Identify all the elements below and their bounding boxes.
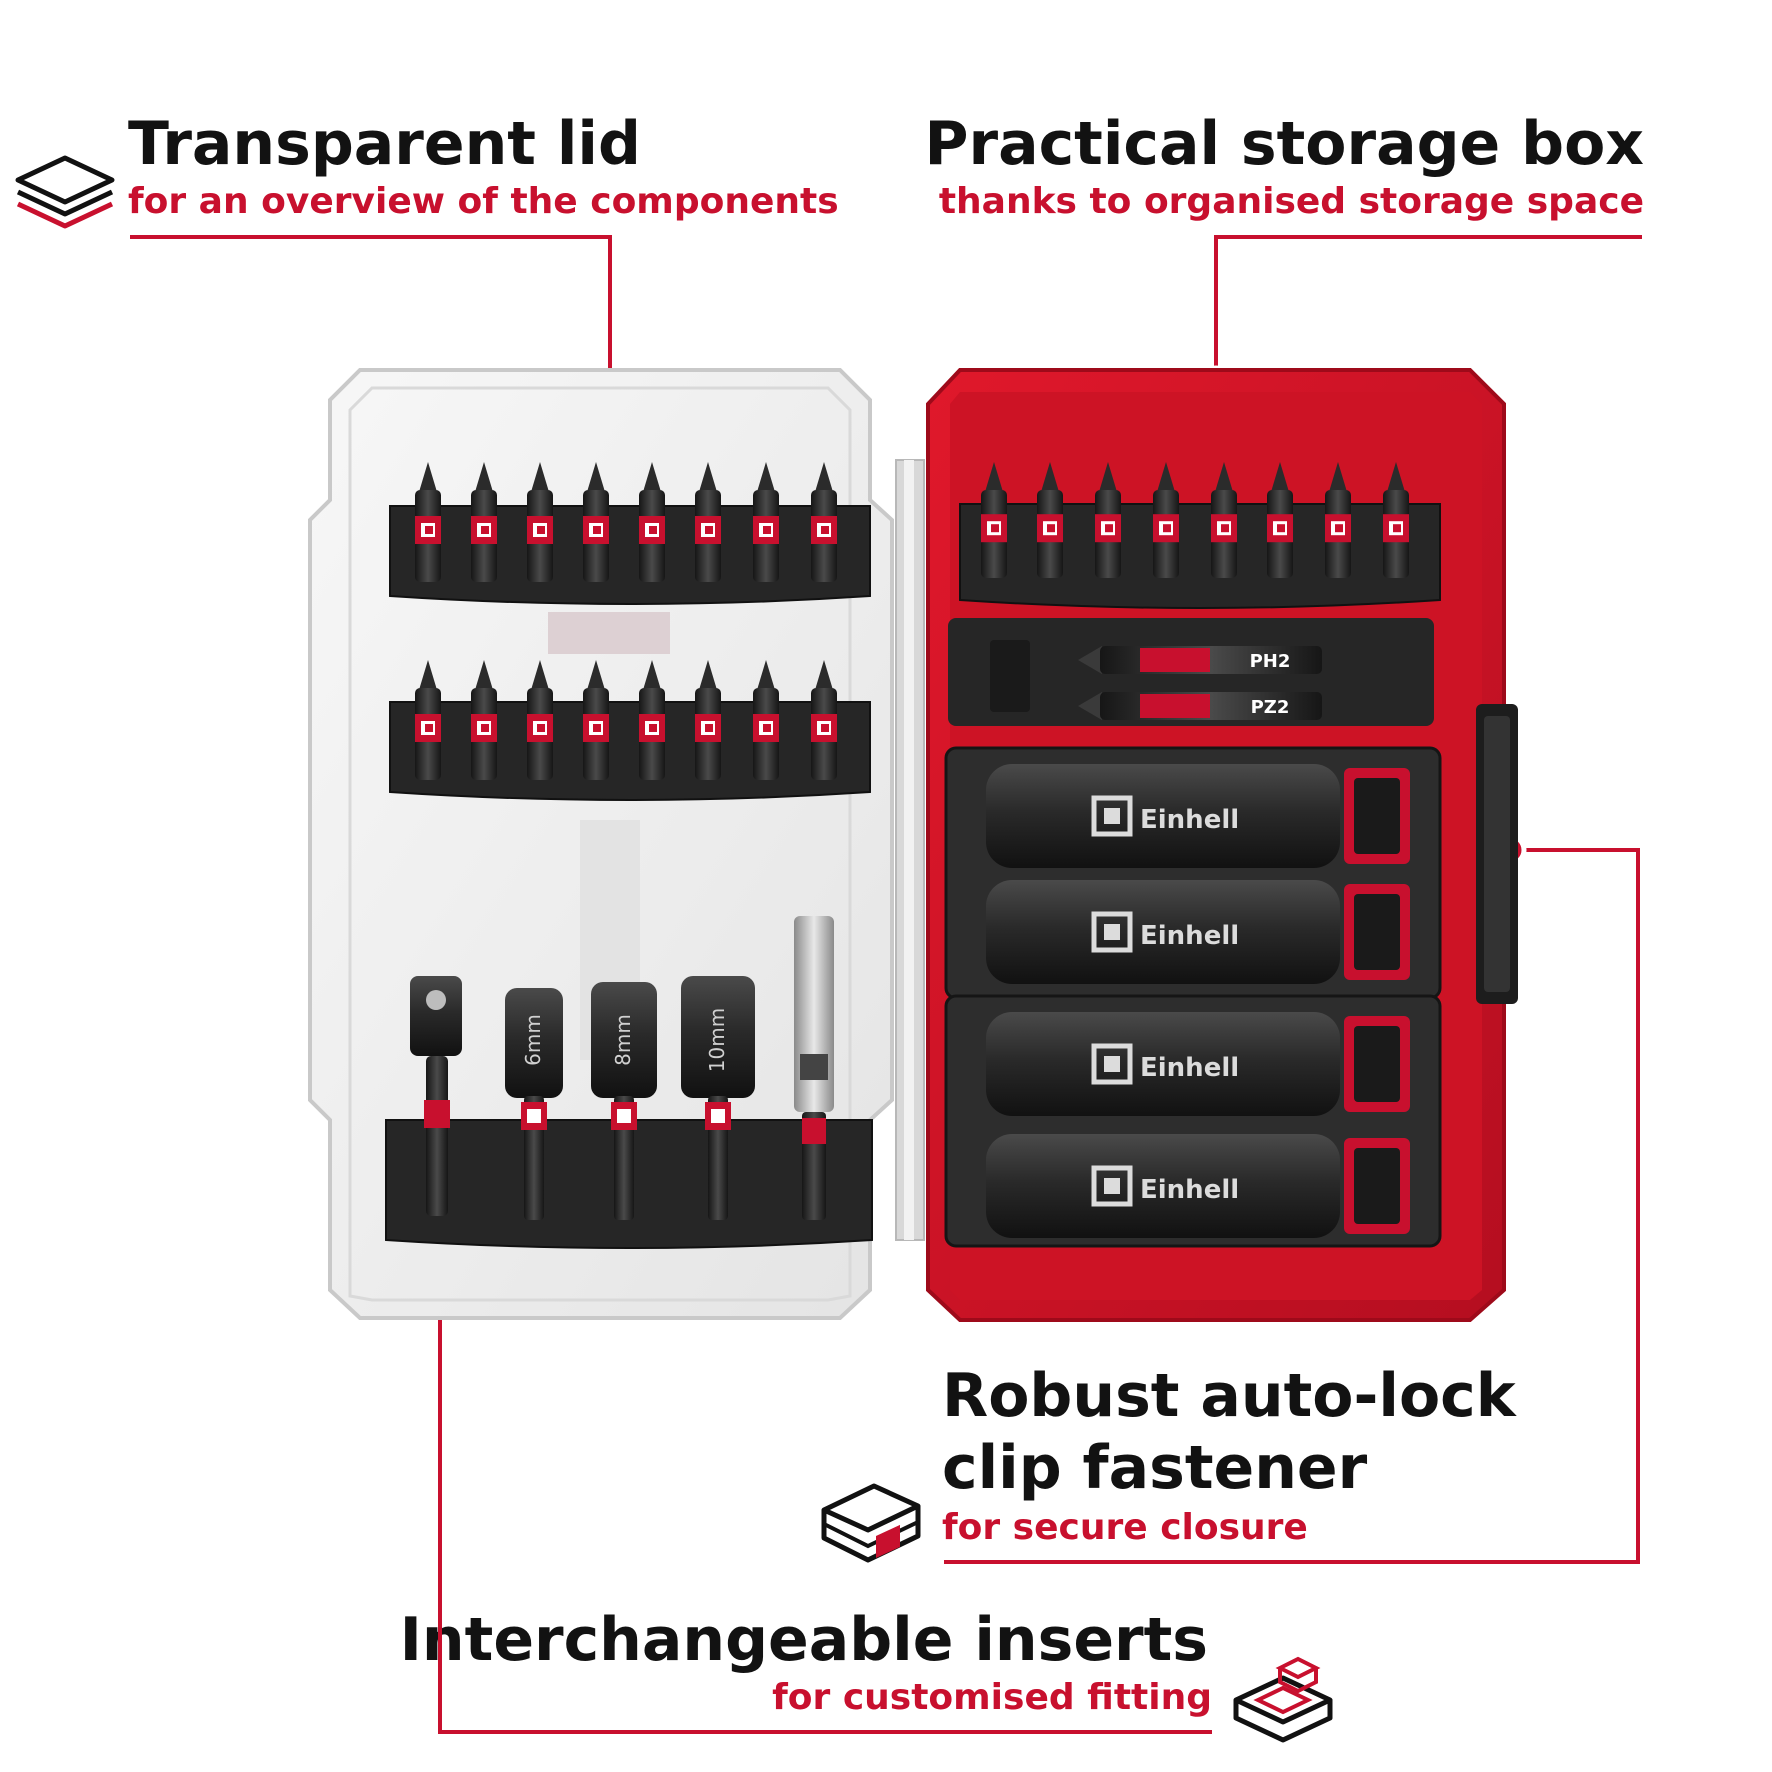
socket-brand-label: Einhell [1140,805,1239,835]
bit-row1-6 [695,462,721,582]
inserts-title: Interchangeable inserts [399,1605,1208,1675]
socket-brand-label: Einhell [1140,921,1239,951]
nut-setter-6mm: 6mm [505,988,563,1220]
socket-adapter [410,976,462,1216]
case-bit-7 [1325,462,1351,578]
double-bit-label: PH2 [1250,651,1291,672]
storage-box-subtitle: thanks to organised storage space [938,181,1644,222]
double-bit-PZ2: PZ2 [1078,692,1322,720]
bit-row1-3 [527,462,553,582]
impact-socket-4: Einhell [986,1134,1410,1238]
nut-setter-10mm: 10mm [681,976,755,1220]
inserts-subtitle: for customised fitting [772,1677,1212,1718]
nut-size-label: 10mm [705,1008,729,1072]
impact-socket-2: Einhell [986,880,1410,984]
bit-row2-8 [811,660,837,780]
storage-callout-line [1214,235,1642,382]
magnetic-bit-holder [794,916,834,1220]
transparent-lid-title: Transparent lid [128,109,641,179]
callout-lines [130,235,1642,1734]
socket-brand-label: Einhell [1140,1175,1239,1205]
bit-row2-6 [695,660,721,780]
stacked-lid-icon [15,155,115,229]
bit-row1-2 [471,462,497,582]
impact-socket-1: Einhell [986,764,1410,868]
socket-brand-label: Einhell [1140,1053,1239,1083]
bit-row2-4 [583,660,609,780]
autolock-callout-line [944,848,1640,1564]
double-bit-PH2: PH2 [1078,646,1322,674]
bit-row2-5 [639,660,665,780]
case-bit-5 [1211,462,1237,578]
inserts-callout-line [438,1258,1212,1734]
nut-size-label: 6mm [521,1014,545,1066]
nut-size-label: 8mm [611,1014,635,1066]
impact-socket-3: Einhell [986,1012,1410,1116]
bit-row2-7 [753,660,779,780]
bit-row2-2 [471,660,497,780]
bit-row1-5 [639,462,665,582]
bit-row1-8 [811,462,837,582]
bit-row1-1 [415,462,441,582]
bit-holder-strip-2 [389,701,871,801]
auto-lock-title: Robust auto-lock clip fastener [942,1361,1516,1503]
lid-callout-line [130,235,612,432]
hinge [895,459,925,1241]
insert-tray-icon [1233,1656,1333,1743]
auto-lock-subtitle: for secure closure [942,1507,1308,1548]
bit-row1-4 [583,462,609,582]
case-bit-3 [1095,462,1121,578]
nut-setter-8mm: 8mm [591,982,657,1220]
bit-row2-3 [527,660,553,780]
clip-case-icon [821,1483,921,1563]
double-bit-label: PZ2 [1251,697,1290,718]
case-bit-6 [1267,462,1293,578]
lid-bit-trays: 6mm 8mm 10mm [385,462,873,1249]
case-bit-4 [1153,462,1179,578]
case-bit-1 [981,462,1007,578]
bit-row2-1 [415,660,441,780]
bit-holder-strip-1 [389,505,871,605]
case-bit-strip [959,503,1441,609]
storage-box-title: Practical storage box [924,109,1644,179]
case-bit-8 [1383,462,1409,578]
case-bit-2 [1037,462,1063,578]
bit-row1-7 [753,462,779,582]
transparent-lid-subtitle: for an overview of the components [128,181,839,222]
